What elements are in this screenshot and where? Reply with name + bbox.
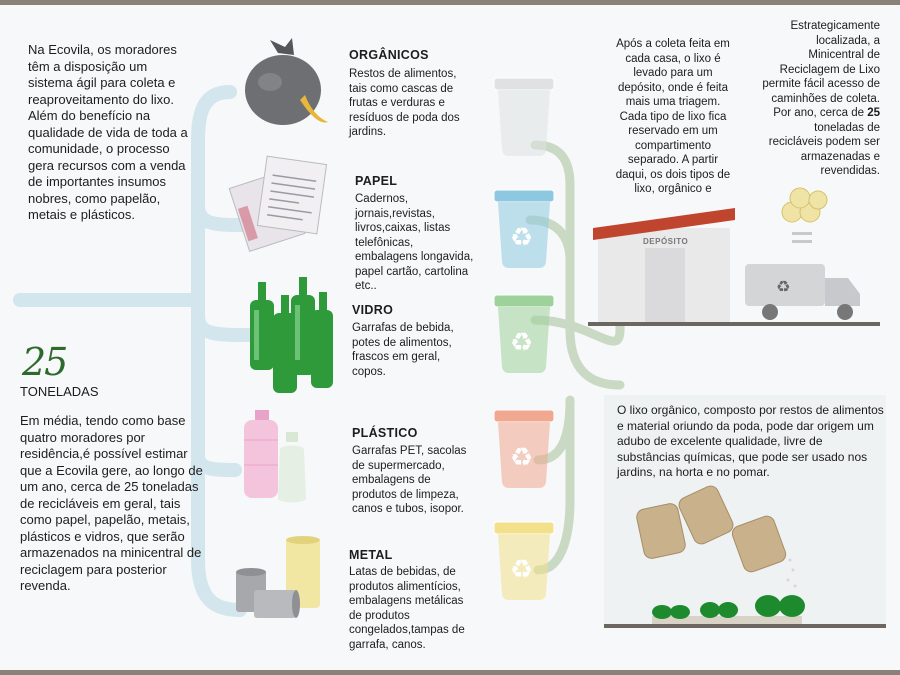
metal-cans-icon [236,536,320,618]
recycle-symbol-icon: ♻ [510,328,533,358]
plastic-bottles-icon [244,410,306,503]
minicentral-text-after: toneladas de recicláveis podem ser armaz… [768,121,880,178]
average-text: Em média, tendo como base quatro morador… [20,413,203,593]
organic-compost-text: O lixo orgânico, composto por restos de … [617,403,884,479]
bottom-border [0,670,900,675]
category-title-papel: PAPEL [355,174,398,188]
minicentral-text-before: Estrategicamente localizada, a Minicentr… [762,20,880,119]
recycling-bin-4: ♻ [493,409,555,488]
glass-bottles-icon [250,277,333,393]
category-desc-plastico: Garrafas PET, sacolas de supermercado, e… [352,445,467,515]
category-desc-organicos: Restos de alimentos, tais como cascas de… [349,68,460,138]
category-desc-papel: Cadernos, jornais,revistas, livros,caixa… [355,193,474,292]
tons-number: 25 [22,340,68,384]
coins-icon [781,187,828,243]
collection-text: Após a coleta feita em cada casa, o lixo… [615,38,731,195]
minicentral-text: Estrategicamente localizada, a Minicentr… [758,19,880,179]
top-border [0,0,900,5]
recycle-symbol-icon: ♻ [510,555,533,585]
trash-bag-icon [245,38,328,125]
category-title-metal: METAL [349,548,393,562]
depot-building [593,208,735,322]
recycling-bin-1 [493,77,555,156]
depot-ground [588,322,880,326]
compost-ground [604,624,886,628]
category-desc-metal: Latas de bebidas, de produtos alimentíci… [349,566,465,651]
category-desc-vidro: Garrafas de bebida, potes de alimentos, … [352,322,454,378]
recycle-symbol-icon: ♻ [510,443,533,473]
category-title-organicos: ORGÂNICOS [349,48,429,62]
recycling-bin-3: ♻ [493,294,555,373]
truck-icon: ♻ [745,264,860,320]
intro-text: Na Ecovila, os moradores têm a disposiçã… [28,42,188,222]
recycling-bin-5: ♻ [493,521,555,600]
recycling-bin-2: ♻ [493,189,555,268]
minicentral-text-number: 25 [867,107,880,119]
recycle-symbol-icon: ♻ [510,223,533,253]
depot-sign: DEPÓSITO [643,237,689,246]
newspaper-icon [228,155,328,252]
collection-flow-lines [13,85,257,617]
seedlings-icon [652,558,805,624]
svg-text:♻: ♻ [776,277,790,296]
category-title-plastico: PLÁSTICO [352,426,418,440]
category-title-vidro: VIDRO [352,303,394,317]
compost-sacks-icon [636,485,787,573]
tons-label: TONELADAS [20,384,99,399]
recycling-bins: ♻ ♻ ♻ ♻ [493,77,555,600]
